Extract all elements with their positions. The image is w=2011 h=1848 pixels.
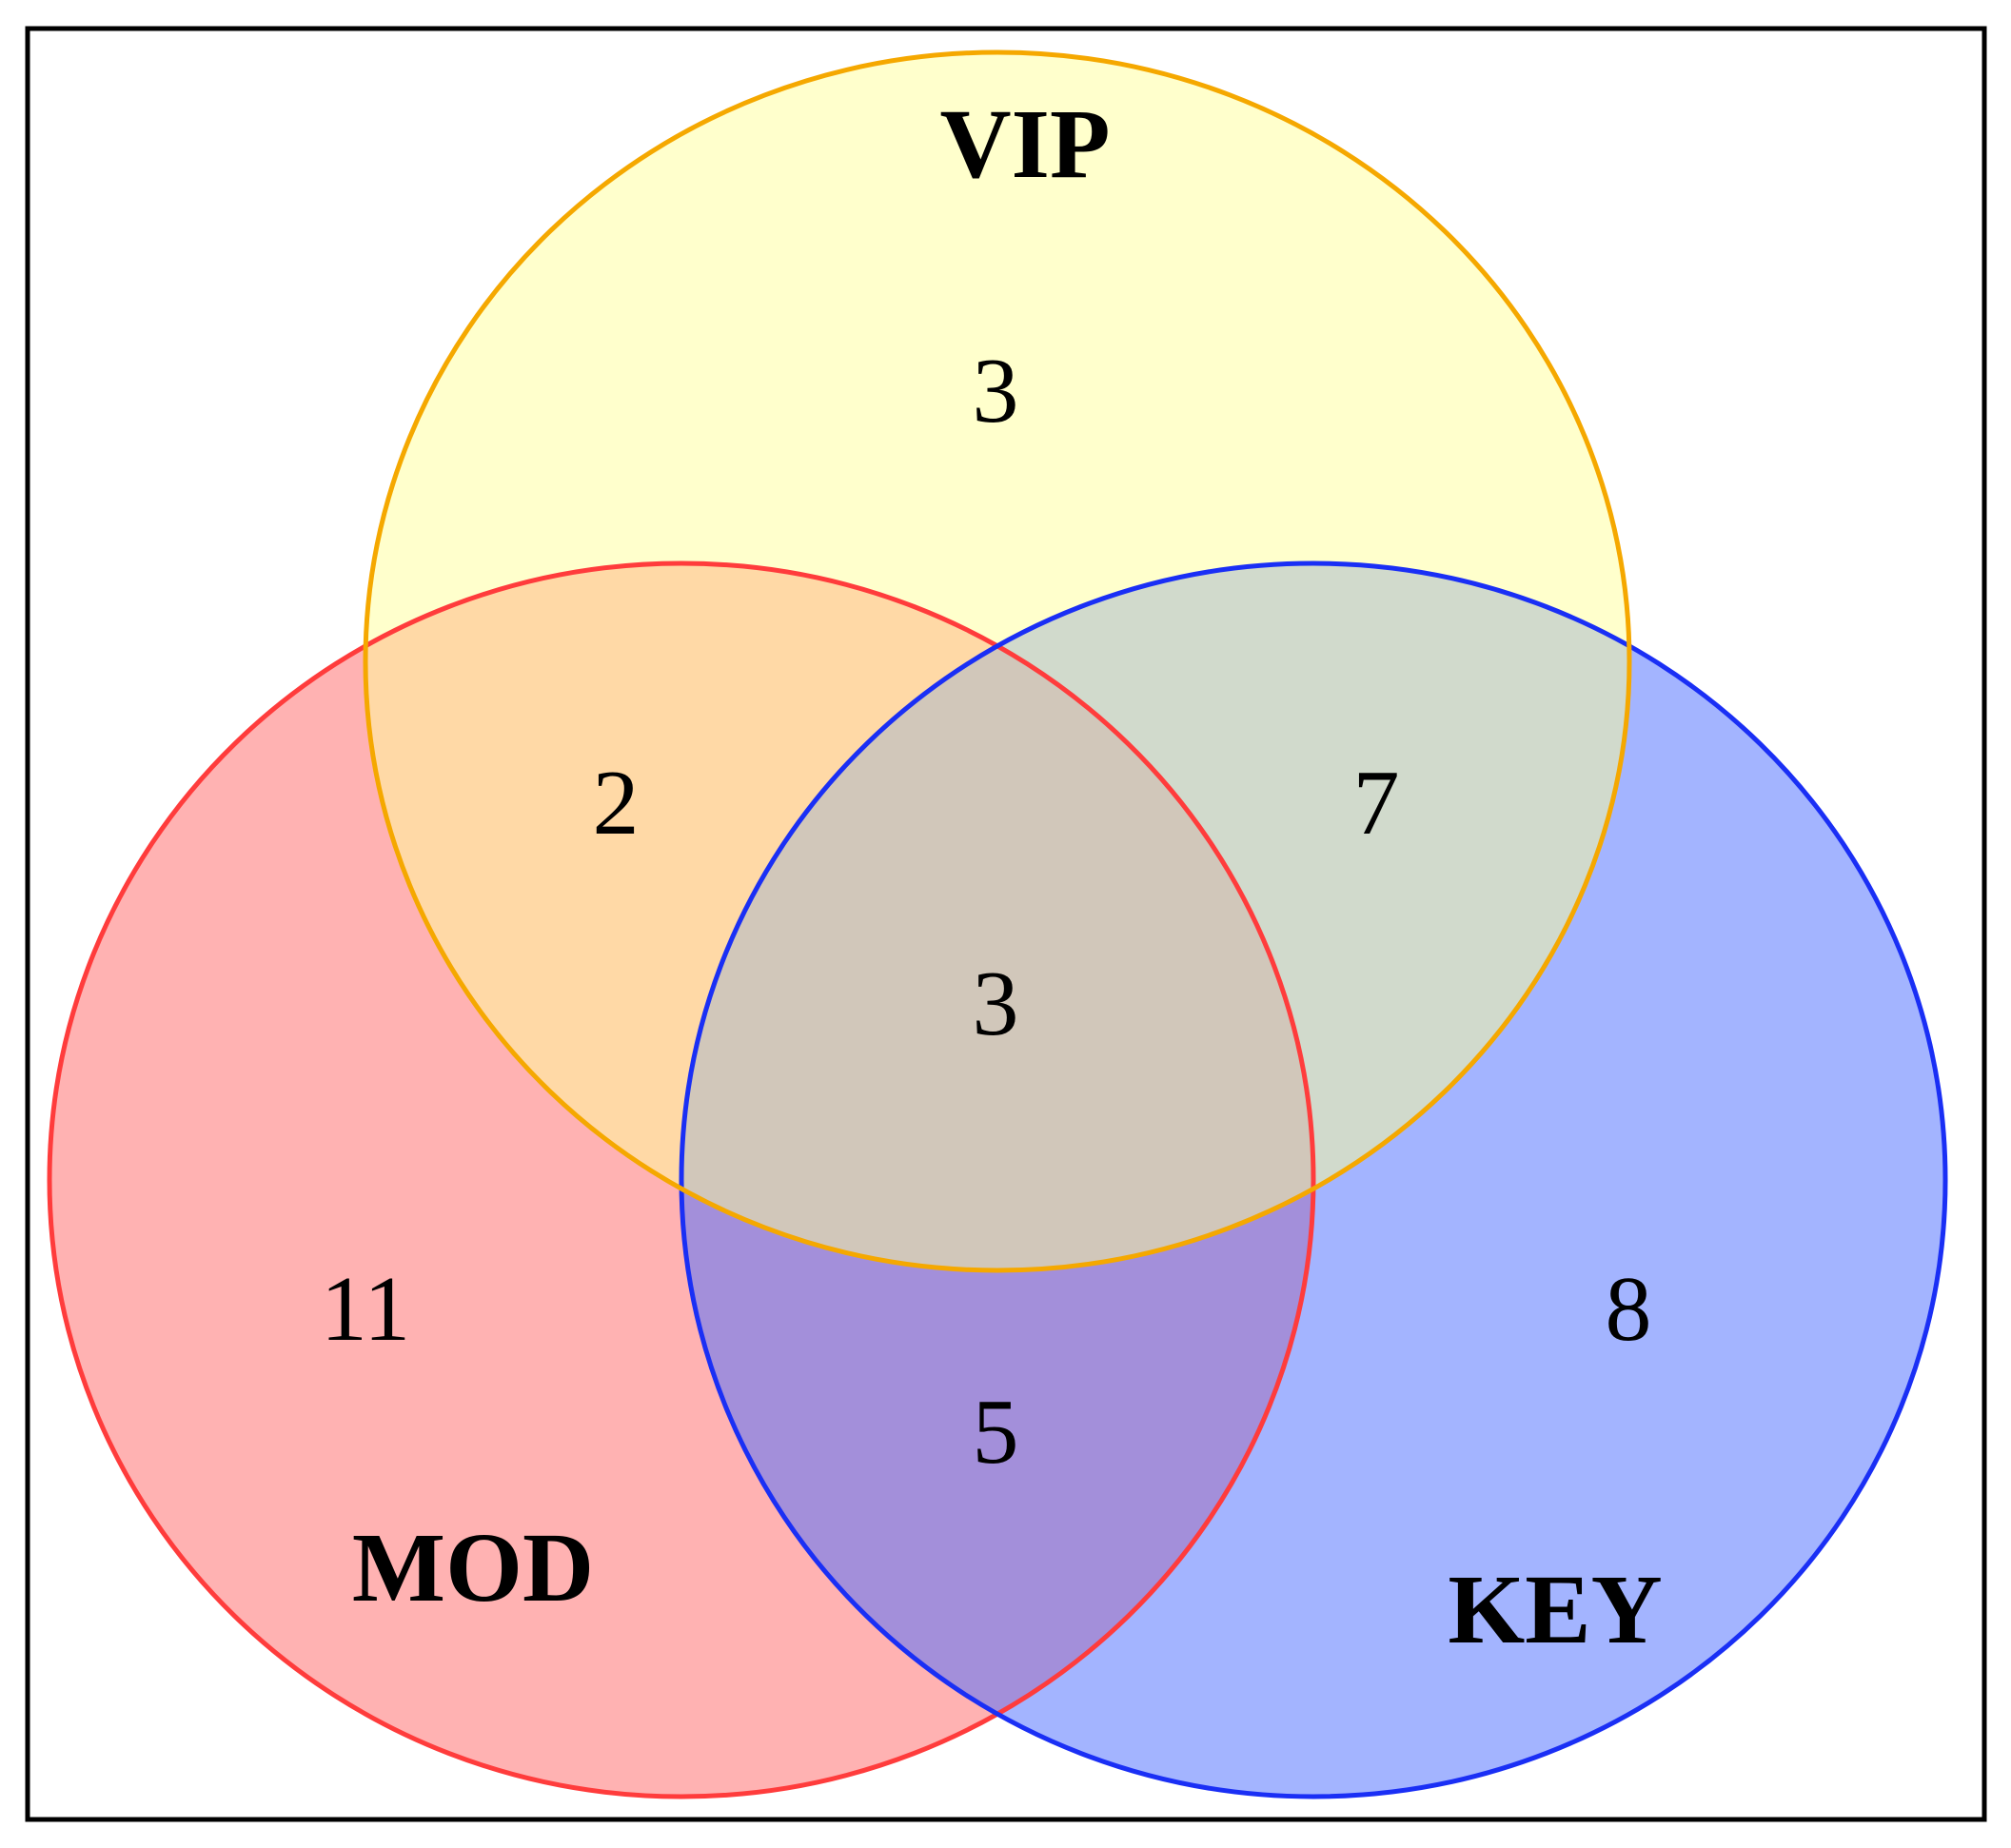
key-circle-outline xyxy=(679,560,1948,1799)
vip-set-label: VIP xyxy=(939,89,1110,199)
mod-circle-outline xyxy=(47,560,1316,1799)
key-set-label: KEY xyxy=(1448,1555,1662,1664)
vip-circle-outline xyxy=(363,49,1632,1273)
vip-mod-count: 2 xyxy=(593,752,640,855)
all-three-count: 3 xyxy=(973,953,1019,1055)
vip-only-count: 3 xyxy=(973,340,1019,442)
mod-set-label: MOD xyxy=(352,1513,594,1622)
mod-only-count: 11 xyxy=(321,1258,410,1361)
vip-key-count: 7 xyxy=(1353,752,1400,855)
vip-circle-fill xyxy=(365,52,1629,1270)
mod-key-count: 5 xyxy=(973,1381,1019,1484)
set-outlines xyxy=(47,49,1948,1799)
key-only-count: 8 xyxy=(1606,1258,1652,1361)
